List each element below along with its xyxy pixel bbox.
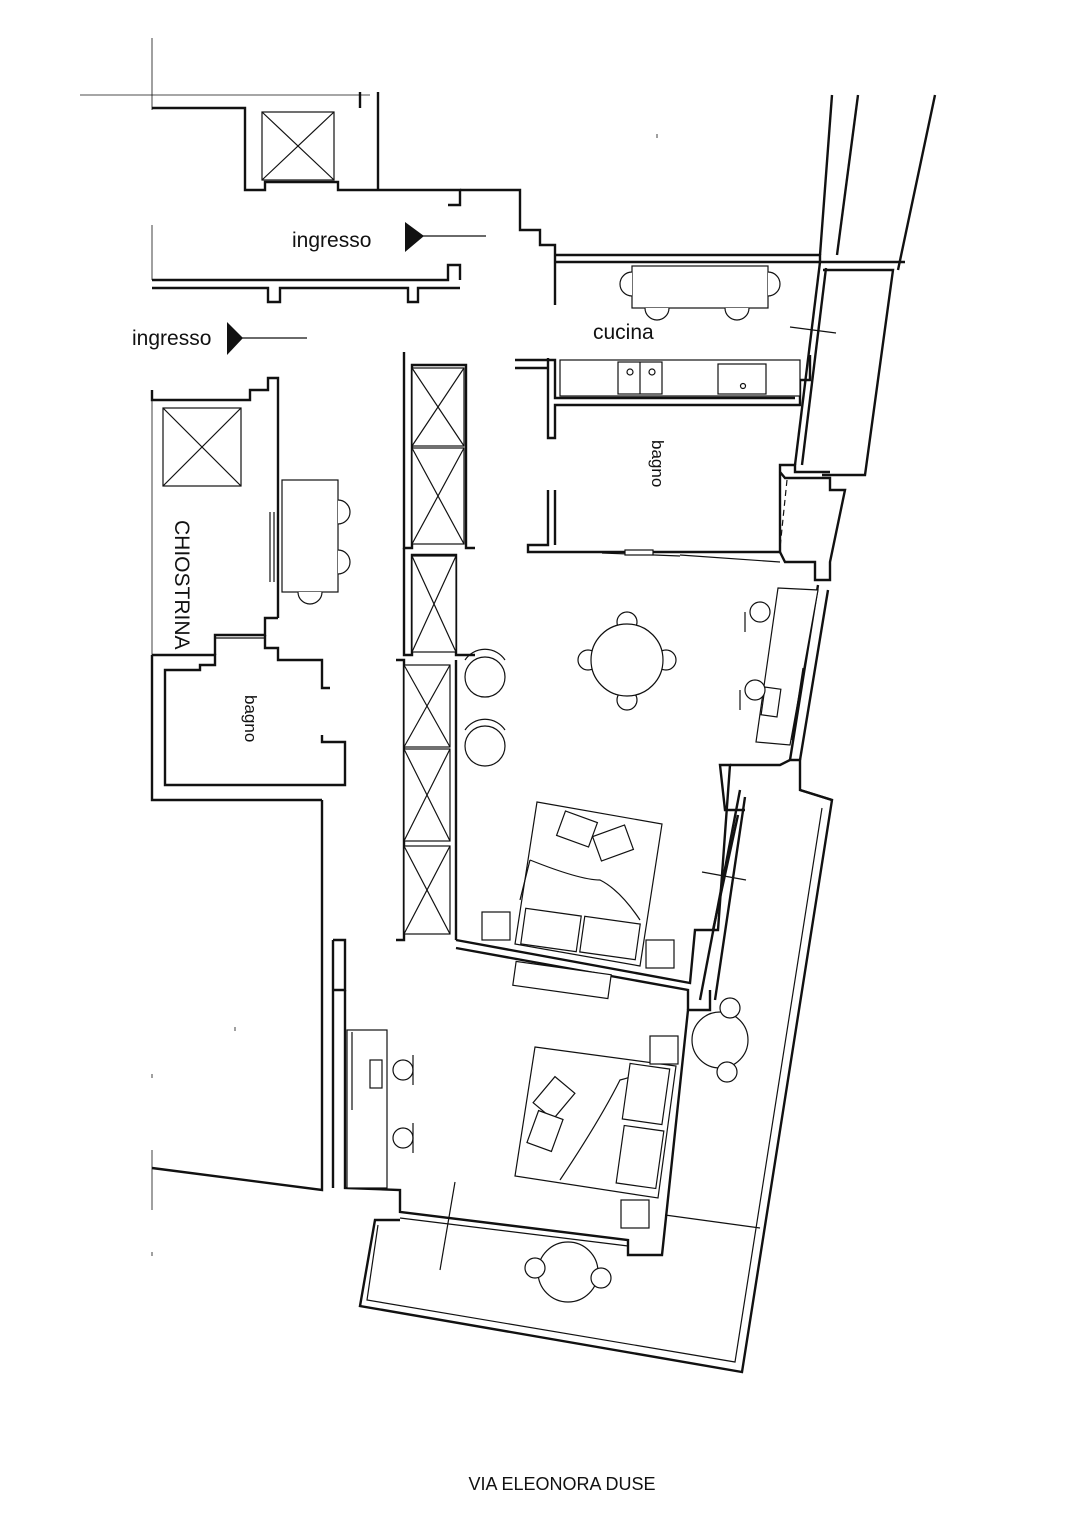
right-bathroom-label: bagno <box>648 440 667 487</box>
kitchen-label: cucina <box>593 321 654 344</box>
left-bathroom-label: bagno <box>241 695 260 742</box>
kitchen-counter <box>559 359 801 397</box>
left-lift-shaft <box>150 376 280 660</box>
left-dining-table <box>269 479 351 605</box>
grid-ticks <box>151 134 658 1256</box>
bed-2 <box>514 1035 679 1229</box>
right-bathroom-walls <box>526 463 830 563</box>
lower-left-walls <box>151 800 335 1210</box>
kitchen-walls <box>515 253 905 440</box>
round-table <box>577 611 677 711</box>
entrance-arrow-1 <box>405 222 486 252</box>
balcony <box>358 788 834 1374</box>
bedroom2-desk <box>346 1029 414 1189</box>
courtyard-label: CHIOSTRINA <box>170 520 193 650</box>
wardrobe-column <box>396 352 475 942</box>
kitchen-table <box>619 265 781 321</box>
balcony-table-2 <box>524 1241 612 1303</box>
corridor-walls <box>151 188 557 305</box>
entrance-arrow-2 <box>227 322 307 355</box>
street-name: VIA ELEONORA DUSE <box>468 1474 655 1494</box>
bedroom2-walls <box>333 938 712 1271</box>
entrance-label-1: ingresso <box>292 229 371 252</box>
left-bathroom-walls <box>150 616 347 802</box>
bed-1 <box>481 801 675 969</box>
balcony-table-1 <box>691 997 749 1083</box>
armchairs <box>464 648 506 767</box>
living-desk <box>739 587 819 746</box>
reference-lines <box>80 38 370 110</box>
top-lift-shaft <box>152 92 380 192</box>
entrance-label-2: ingresso <box>132 327 211 350</box>
